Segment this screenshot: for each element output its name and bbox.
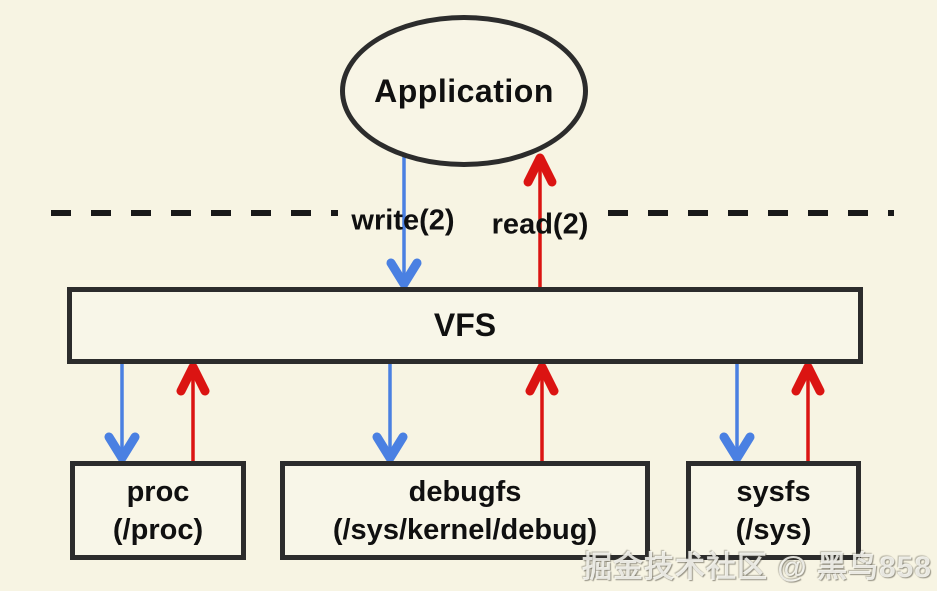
vfs-to-debugfs-write-arrow	[372, 364, 408, 463]
vfs-to-proc-write-arrow	[104, 364, 140, 463]
read-syscall-arrow	[523, 153, 557, 288]
debugfs-to-vfs-read-arrow	[525, 362, 559, 461]
application-label: Application	[374, 72, 554, 109]
debugfs-label: debugfs	[408, 475, 522, 508]
application-node: Application	[340, 15, 588, 167]
proc-node: proc (/proc)	[70, 461, 246, 560]
debugfs-node: debugfs (/sys/kernel/debug)	[280, 461, 650, 560]
sysfs-label: sysfs	[736, 475, 811, 508]
proc-mountpoint: (/proc)	[112, 513, 204, 546]
write-syscall-arrow red-up-arrow-icon	[386, 156, 422, 289]
debugfs-mountpoint: (/sys/kernel/debug)	[332, 513, 598, 546]
vfs-to-sysfs-write-arrow	[719, 364, 755, 463]
sysfs-mountpoint: (/sys)	[735, 513, 812, 546]
write-syscall-label: write(2)	[351, 204, 455, 237]
proc-to-vfs-read-arrow	[176, 362, 210, 461]
proc-label: proc	[126, 475, 190, 508]
vfs-node: VFS	[67, 287, 863, 364]
watermark-text: 掘金技术社区 @ 黑鸟858	[582, 551, 932, 584]
sysfs-node: sysfs (/sys)	[686, 461, 861, 560]
sysfs-to-vfs-read-arrow	[791, 362, 825, 461]
read-syscall-label: read(2)	[491, 208, 589, 241]
vfs-label: VFS	[433, 307, 497, 343]
